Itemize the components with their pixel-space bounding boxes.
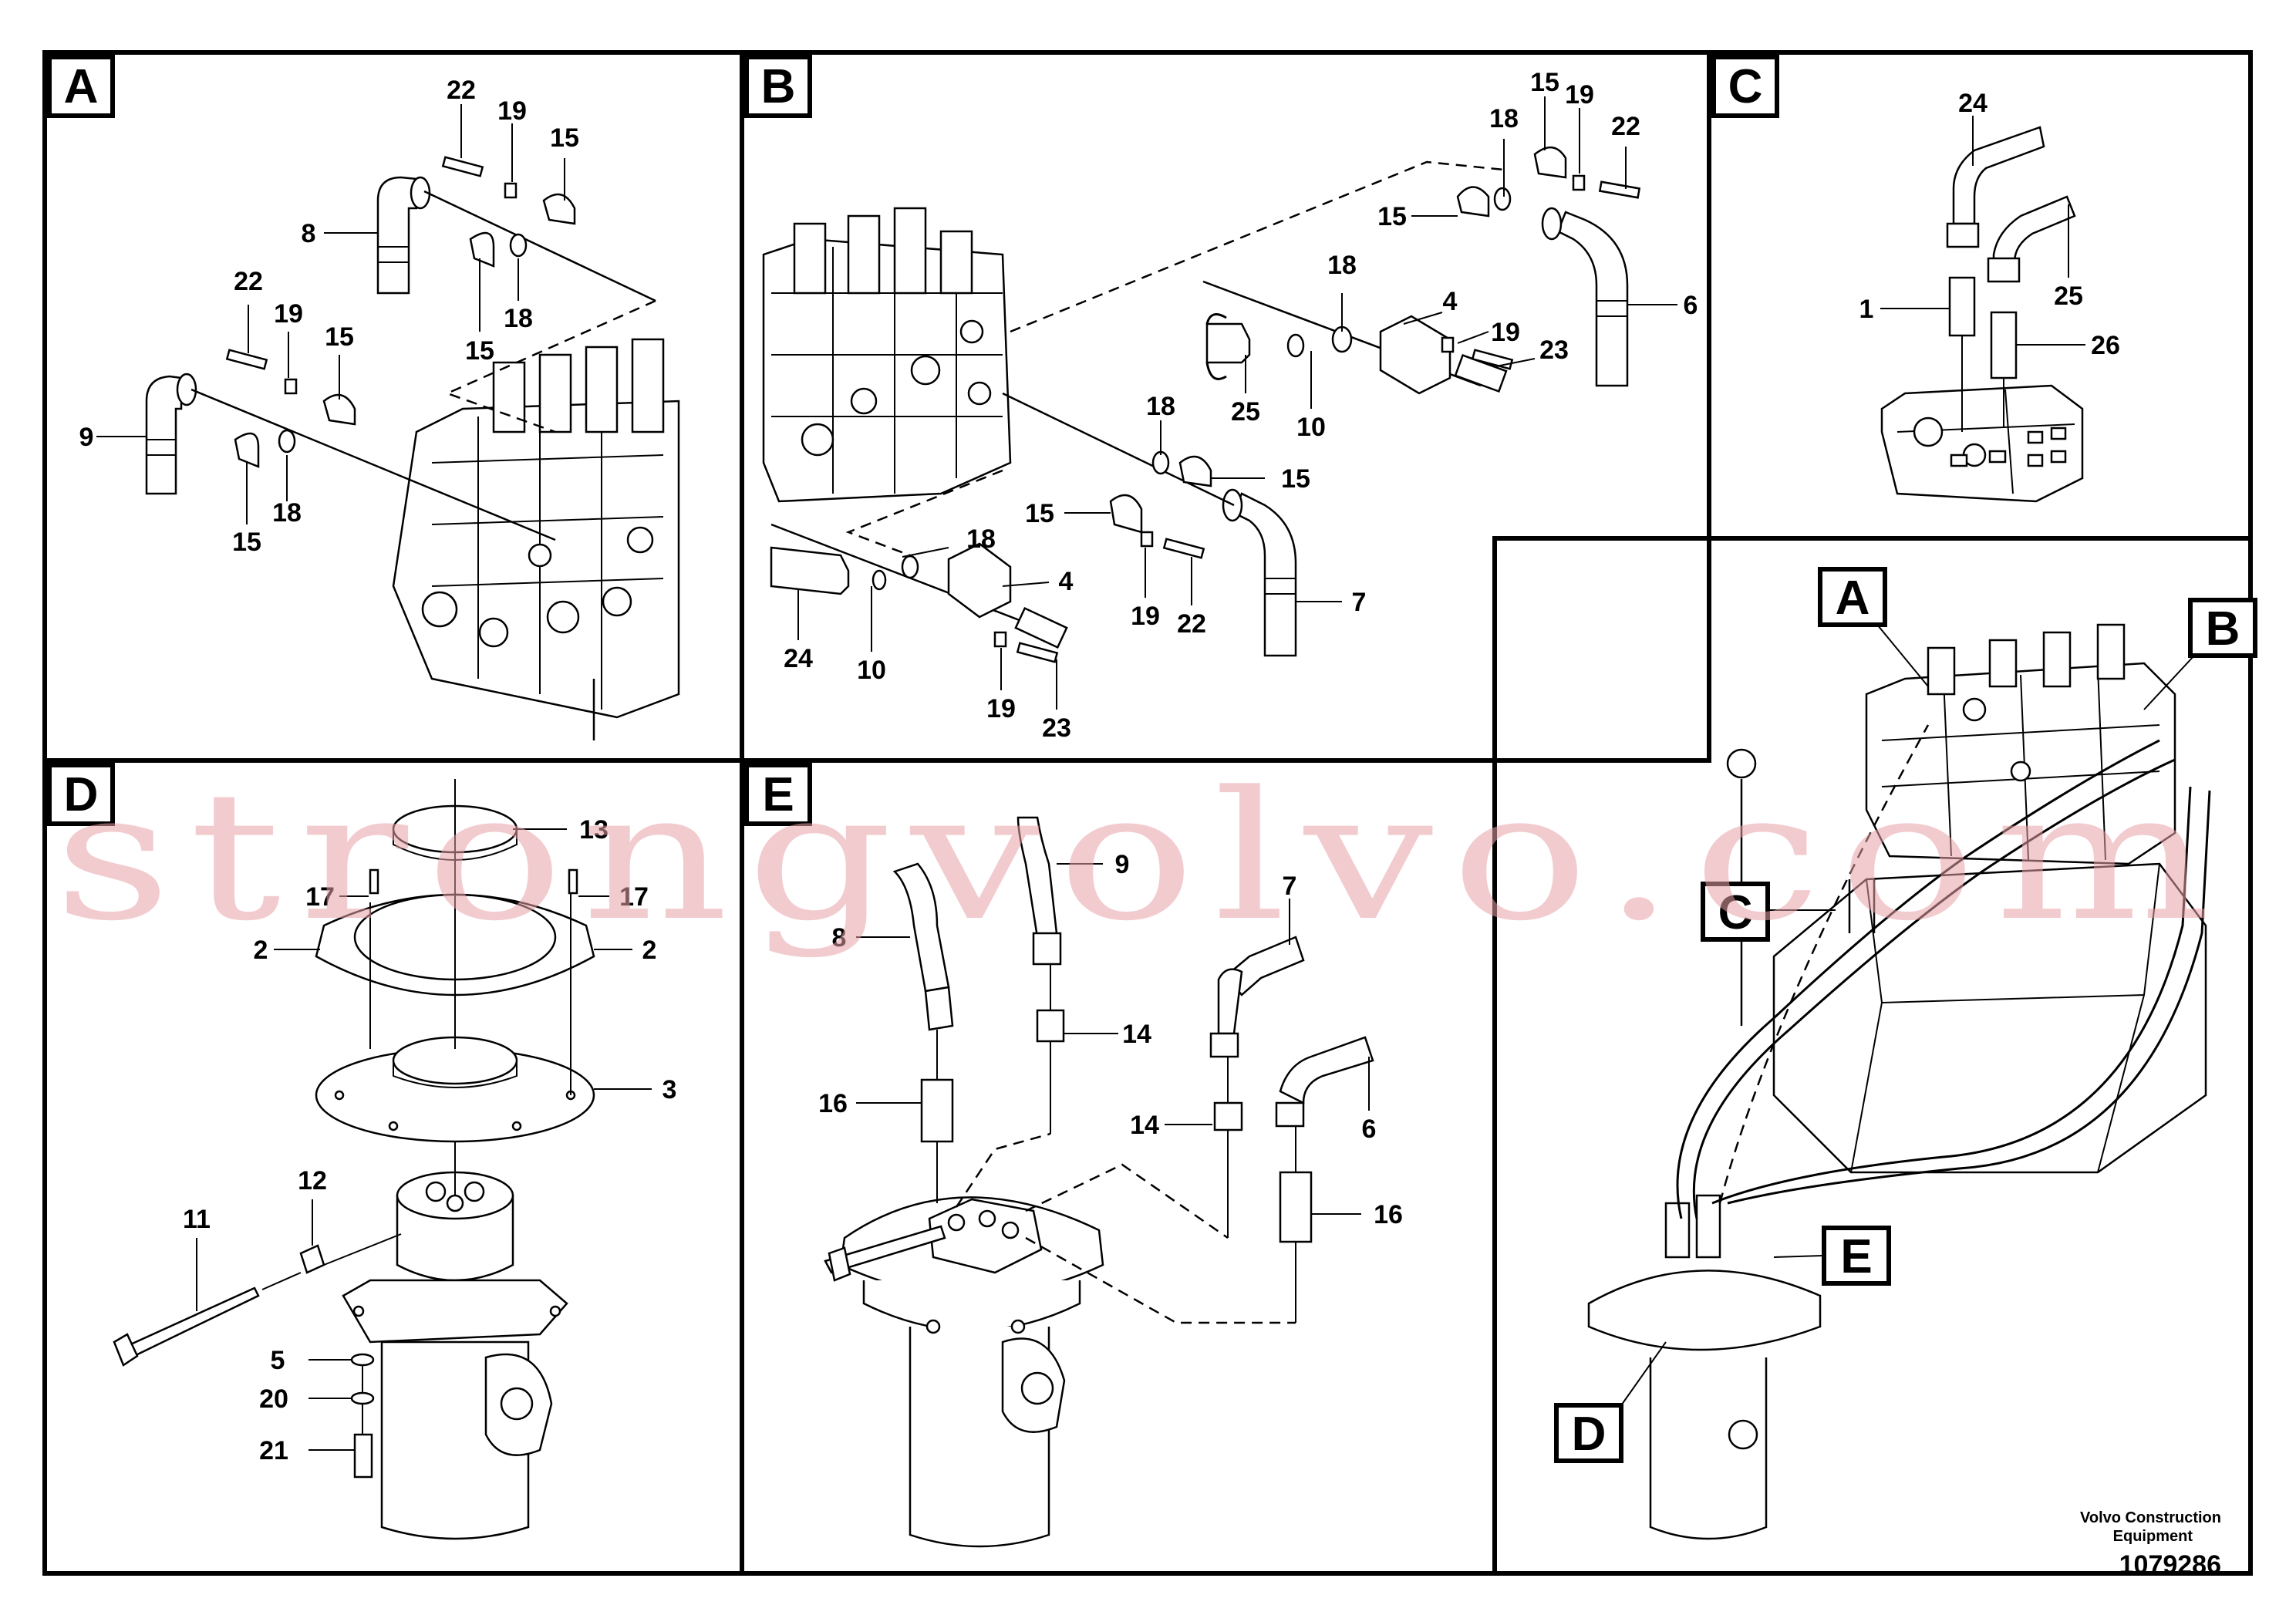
callout-b-7: 7: [1352, 588, 1367, 617]
panel-a-labels: 22 19 15 8 18 15 22 19 15 9 18 15: [79, 76, 579, 557]
footer: Volvo Construction Equipment 1079286: [2080, 1509, 2221, 1580]
callout-b-23-lower: 23: [1042, 713, 1071, 743]
callout-e-16-right: 16: [1374, 1200, 1403, 1229]
callout-e-14-upper: 14: [1122, 1020, 1151, 1049]
callout-b-18-mid: 18: [1327, 251, 1357, 280]
callout-c-26: 26: [2091, 331, 2120, 360]
overview-tag-e: E: [1840, 1230, 1872, 1283]
panel-tags: A B C D E: [47, 55, 1779, 826]
callout-a-19-top: 19: [497, 96, 527, 126]
callout-b-18-top: 18: [1489, 104, 1519, 133]
callout-a-22-low: 22: [234, 267, 263, 296]
panel-b-drawing: [762, 96, 1677, 710]
callout-b-25: 25: [1231, 397, 1260, 427]
callout-d-5: 5: [271, 1346, 285, 1375]
callout-e-7: 7: [1283, 872, 1297, 901]
callout-b-23-upper: 23: [1539, 336, 1569, 365]
callout-b-15-left: 15: [1025, 499, 1054, 528]
overview-tag-a: A: [1836, 572, 1870, 625]
callout-b-22-lower: 22: [1177, 609, 1206, 639]
panel-d-drawing: [113, 779, 652, 1540]
callout-b-18-bottom: 18: [966, 524, 996, 554]
callout-a-22-top: 22: [447, 76, 476, 105]
panel-a-tag: A: [64, 60, 99, 113]
callout-b-15-upper: 15: [1377, 202, 1407, 231]
callout-b-4-upper: 4: [1443, 287, 1458, 316]
overview-tag-c: C: [1718, 886, 1753, 939]
panel-e-tag: E: [762, 768, 794, 821]
control-valve-a: [392, 338, 680, 740]
panel-frames: [42, 50, 2253, 1576]
callout-b-24: 24: [784, 644, 813, 673]
callout-d-17-left: 17: [305, 882, 335, 912]
callout-b-10-upper: 10: [1296, 413, 1326, 442]
callout-a-18-low: 18: [272, 498, 302, 528]
callout-d-11: 11: [183, 1205, 211, 1234]
callout-b-15-right: 15: [1281, 464, 1310, 494]
callout-d-17-right: 17: [619, 882, 649, 912]
footer-reference-number: 1079286: [2119, 1550, 2221, 1580]
callout-a-8: 8: [302, 219, 316, 248]
panel-e-drawing: [824, 816, 1374, 1548]
callout-c-24: 24: [1958, 89, 1988, 118]
panel-d-labels: 13 17 17 2 2 3 12 11 5 20 21: [183, 815, 676, 1465]
overview-drawing: [1587, 620, 2211, 1540]
callout-d-3: 3: [663, 1075, 677, 1104]
callout-b-22-top: 22: [1611, 112, 1640, 141]
control-valve-b: [762, 207, 1012, 503]
callout-d-13: 13: [579, 815, 609, 845]
callout-e-8: 8: [832, 923, 847, 953]
panel-d-tag: D: [64, 768, 99, 821]
callout-b-4-lower: 4: [1059, 567, 1074, 596]
callout-e-9: 9: [1115, 850, 1130, 879]
callout-b-19-bottom: 19: [986, 694, 1016, 723]
panel-c-drawing: [1880, 116, 2085, 503]
panel-c-tag: C: [1728, 60, 1763, 113]
panel-c-labels: 24 1 25 26: [1859, 89, 2120, 360]
callout-c-1: 1: [1859, 295, 1874, 324]
overview-tag-d: D: [1572, 1408, 1607, 1461]
panel-b-labels: 15 19 22 18 15 6 18 4 19 23 25 10 18 15 …: [784, 68, 1698, 743]
callout-d-12: 12: [298, 1166, 327, 1195]
overview-frame: [1492, 536, 2253, 1576]
callout-c-25: 25: [2054, 282, 2083, 311]
overview-tags: A B C E D: [1554, 567, 2257, 1463]
panel-a-drawing: [96, 104, 680, 740]
callout-b-19-mid: 19: [1491, 318, 1520, 347]
callout-a-15-bottom: 15: [232, 528, 261, 557]
callout-d-2-left: 2: [254, 936, 268, 965]
callout-b-10-lower: 10: [857, 656, 886, 685]
callout-a-15-top: 15: [550, 123, 579, 153]
callout-a-19-low: 19: [274, 299, 303, 329]
panel-e-labels: 9 8 7 14 16 14 6 16: [818, 850, 1403, 1229]
callout-e-6: 6: [1362, 1114, 1377, 1144]
watermark-text: strongvolvo.com: [54, 754, 2229, 960]
callout-e-16-left: 16: [818, 1089, 848, 1118]
callout-a-9: 9: [79, 423, 94, 452]
callout-b-19-lower: 19: [1131, 602, 1160, 631]
callout-a-15-low: 15: [325, 322, 354, 352]
callout-a-18-top: 18: [504, 304, 533, 333]
callout-d-20: 20: [259, 1384, 288, 1414]
callout-d-2-right: 2: [642, 936, 657, 965]
overview-tag-b: B: [2206, 602, 2240, 656]
callout-b-6: 6: [1684, 291, 1698, 320]
callout-b-15-top: 15: [1530, 68, 1559, 97]
callout-b-18-lower: 18: [1146, 392, 1175, 421]
callout-e-14-lower: 14: [1130, 1111, 1159, 1140]
callout-d-21: 21: [259, 1436, 288, 1465]
footer-company-line2: Equipment: [2113, 1528, 2193, 1545]
panel-b-tag: B: [761, 60, 796, 113]
footer-company-line1: Volvo Construction: [2080, 1509, 2221, 1526]
callout-a-15-mid: 15: [465, 336, 494, 366]
callout-b-19-top: 19: [1565, 80, 1594, 110]
